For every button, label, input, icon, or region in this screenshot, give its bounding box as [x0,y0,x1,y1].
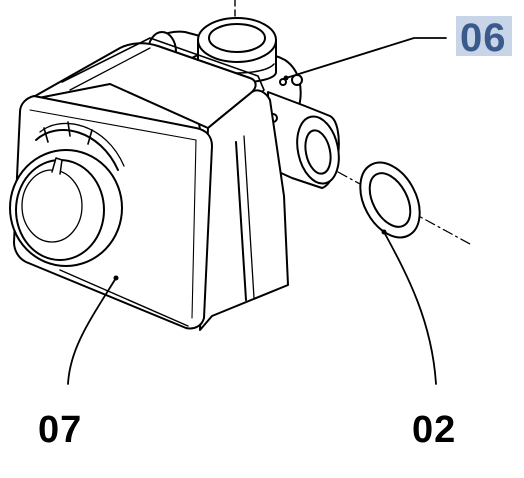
label-06-highlight [456,16,512,56]
leader-02 [383,231,437,385]
callout-label-07: 07 [38,409,83,451]
control-knob [9,121,125,267]
leader-06 [285,37,447,79]
callout-label-06: 06 [460,16,507,60]
gasket-ring [359,161,421,239]
callout-label-02: 02 [412,409,457,451]
leader-07 [67,277,117,385]
